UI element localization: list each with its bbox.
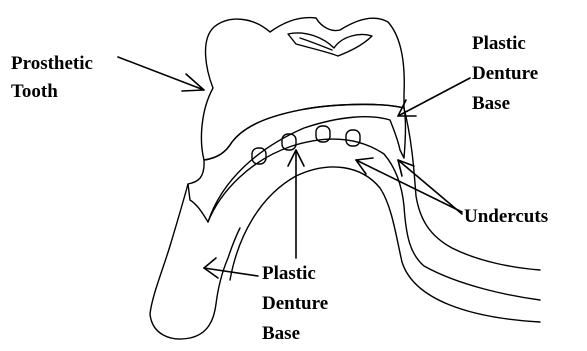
label-plastic-denture-base-lower: Plastic Denture Base <box>262 263 333 344</box>
retention-holes <box>252 126 360 164</box>
lower-denture-flange <box>150 184 240 339</box>
arrow-plastic-base-lower <box>288 150 304 258</box>
label-line: Base <box>472 93 510 114</box>
label-prosthetic-tooth: Prosthetic Tooth <box>11 53 98 102</box>
label-line: Base <box>262 323 300 344</box>
tooth-occlusal-detail <box>288 33 372 56</box>
arrow-prosthetic-tooth <box>118 57 204 91</box>
retention-hole <box>346 130 360 146</box>
label-line: Tooth <box>11 81 58 102</box>
label-undercuts: Undercuts <box>464 206 548 227</box>
arrow-undercut-2 <box>398 160 462 214</box>
label-line: Denture <box>262 293 328 314</box>
label-plastic-denture-base-upper: Plastic Denture Base <box>472 33 543 114</box>
label-line: Denture <box>472 63 538 84</box>
label-line: Prosthetic <box>11 53 93 74</box>
label-line: Plastic <box>472 33 526 54</box>
cheek-line <box>404 108 540 270</box>
label-line: Plastic <box>262 263 316 284</box>
arrow-undercut-1 <box>356 158 462 212</box>
arrow-plastic-base-upper <box>398 78 470 116</box>
tooth-groove <box>300 38 332 50</box>
